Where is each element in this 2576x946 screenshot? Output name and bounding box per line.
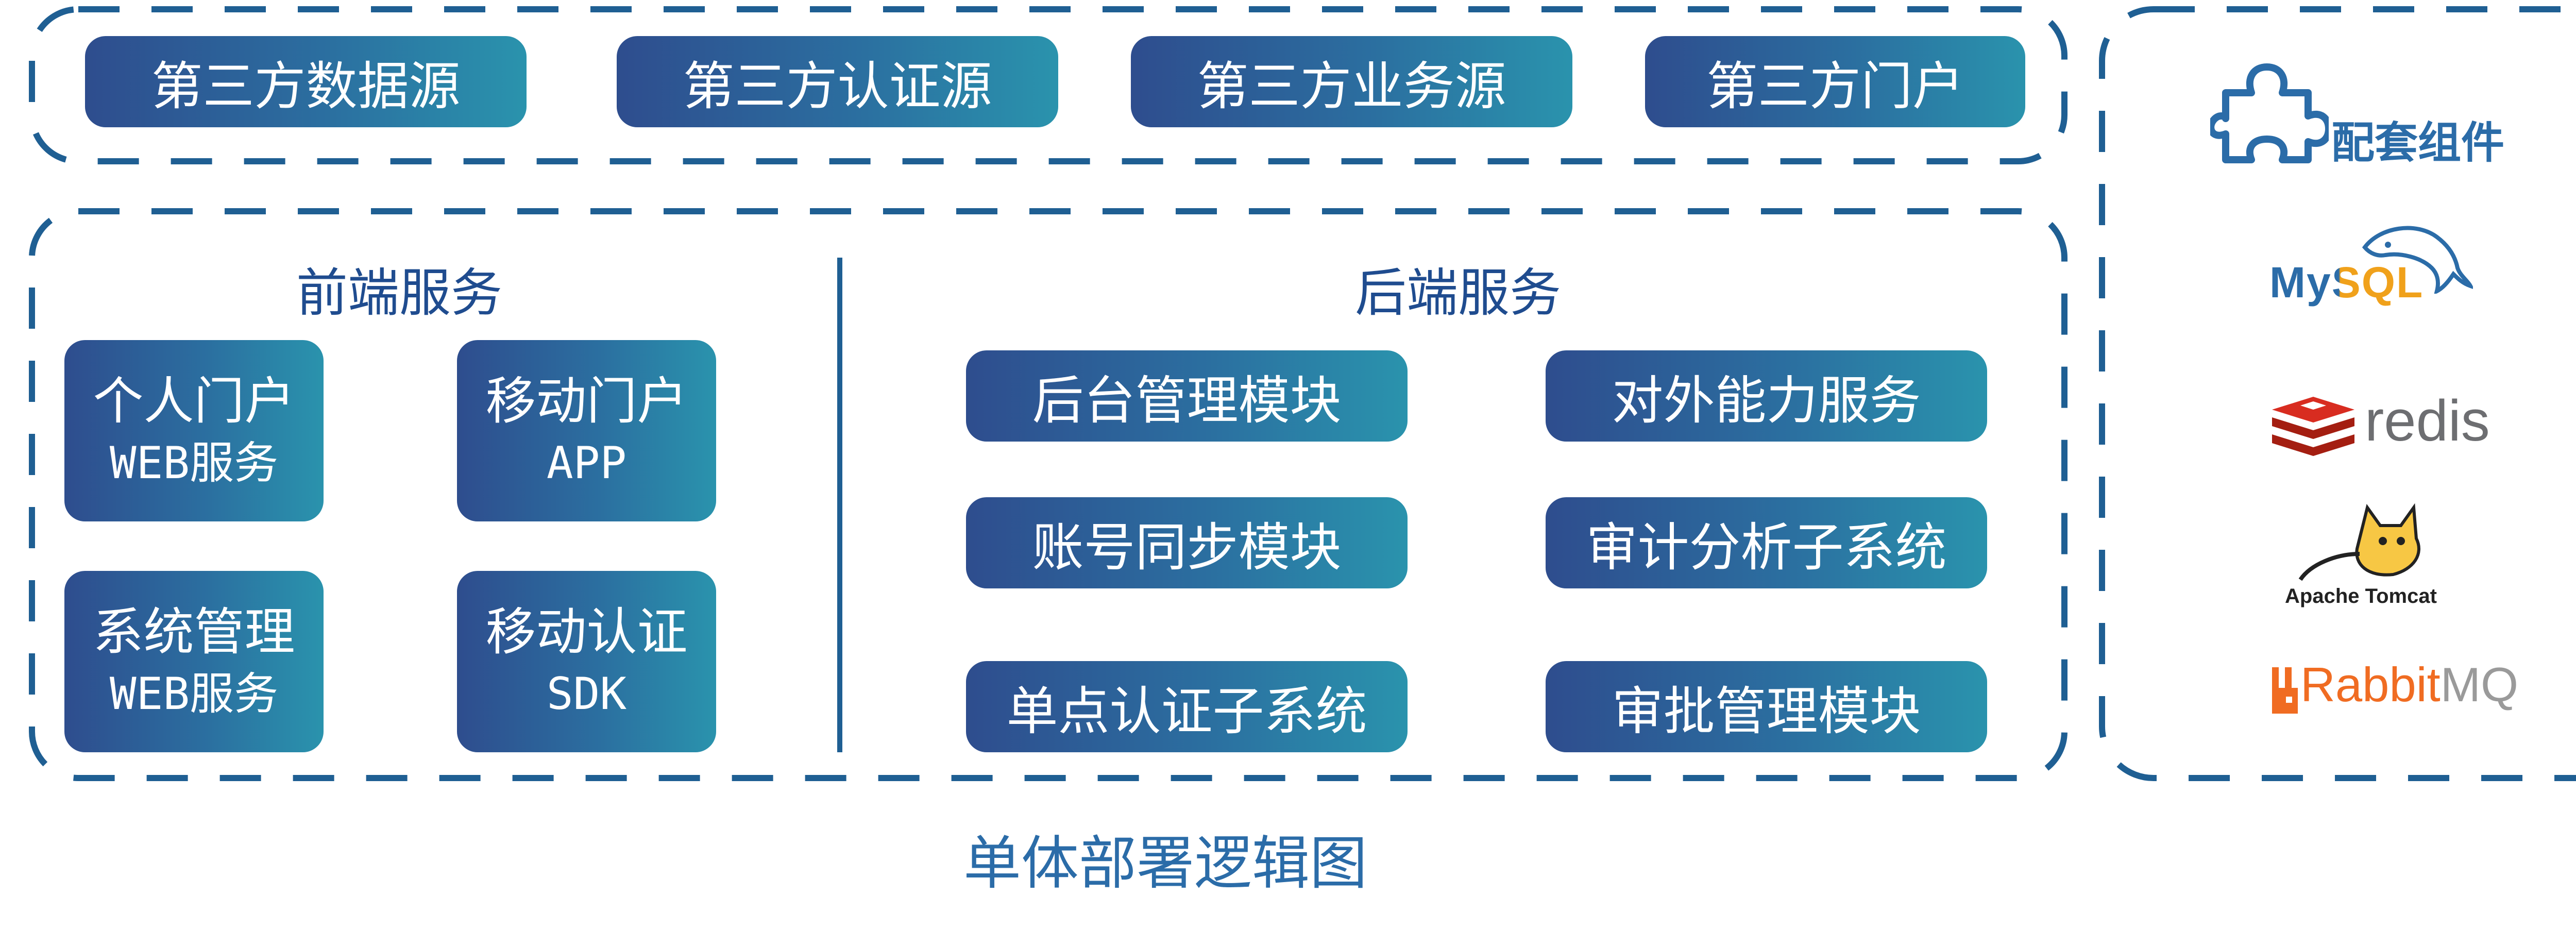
rabbitmq-wordmark-a: Rabbit bbox=[2300, 657, 2441, 712]
frontend-item-line1: 个人门户 bbox=[93, 372, 295, 431]
backend-item-account-sync[interactable]: 账号同步模块 bbox=[966, 497, 1408, 588]
backend-item-label: 审计分析子系统 bbox=[1586, 517, 1947, 578]
source-data-label: 第三方数据源 bbox=[151, 56, 461, 116]
puzzle-icon bbox=[2210, 63, 2329, 163]
frontend-item-line2: WEB服务 bbox=[109, 437, 279, 489]
frontend-item-system-admin[interactable]: 系统管理 WEB服务 bbox=[64, 571, 324, 752]
services-frame bbox=[29, 208, 2067, 781]
frontend-item-line1: 移动门户 bbox=[485, 372, 688, 431]
frontend-heading: 前端服务 bbox=[296, 263, 502, 323]
frontend-item-mobile-auth[interactable]: 移动认证 SDK bbox=[457, 571, 716, 752]
frontend-item-line1: 系统管理 bbox=[93, 603, 295, 662]
backend-item-approval[interactable]: 审批管理模块 bbox=[1546, 661, 1987, 752]
top-sources-frame bbox=[29, 6, 2067, 164]
redis-logo: redis bbox=[2365, 387, 2490, 454]
source-data[interactable]: 第三方数据源 bbox=[85, 36, 527, 127]
source-business[interactable]: 第三方业务源 bbox=[1131, 36, 1572, 127]
mysql-wordmark: MySQL bbox=[2269, 258, 2424, 307]
rabbitmq-logo: RabbitMQ bbox=[2300, 657, 2518, 713]
tomcat-logo: Apache Tomcat bbox=[2285, 585, 2437, 608]
backend-item-sso[interactable]: 单点认证子系统 bbox=[966, 661, 1408, 752]
rabbitmq-wordmark-b: MQ bbox=[2440, 657, 2519, 712]
tomcat-cat-icon bbox=[2298, 503, 2420, 581]
backend-item-label: 对外能力服务 bbox=[1612, 370, 1921, 431]
source-portal-label: 第三方门户 bbox=[1706, 56, 1964, 116]
source-portal[interactable]: 第三方门户 bbox=[1645, 36, 2025, 127]
frontend-item-personal-portal[interactable]: 个人门户 WEB服务 bbox=[64, 340, 324, 521]
backend-item-label: 单点认证子系统 bbox=[1006, 681, 1367, 741]
components-title: 配套组件 bbox=[2331, 117, 2505, 168]
backend-item-audit-analysis[interactable]: 审计分析子系统 bbox=[1546, 497, 1987, 588]
components-frame bbox=[2099, 6, 2576, 781]
source-auth-label: 第三方认证源 bbox=[683, 56, 992, 116]
source-business-label: 第三方业务源 bbox=[1197, 56, 1506, 116]
redis-cube-icon bbox=[2272, 397, 2354, 456]
mysql-logo: MySQL bbox=[2269, 258, 2424, 308]
backend-item-external-service[interactable]: 对外能力服务 bbox=[1546, 350, 1987, 442]
tomcat-wordmark: Apache Tomcat bbox=[2285, 585, 2437, 607]
frontend-item-line2: APP bbox=[546, 437, 627, 489]
frontend-item-line1: 移动认证 bbox=[485, 603, 688, 662]
backend-item-admin-module[interactable]: 后台管理模块 bbox=[966, 350, 1408, 442]
source-auth[interactable]: 第三方认证源 bbox=[617, 36, 1058, 127]
dolphin-icon bbox=[2362, 226, 2473, 294]
redis-wordmark: redis bbox=[2365, 388, 2490, 453]
backend-item-label: 审批管理模块 bbox=[1612, 681, 1921, 741]
backend-item-label: 后台管理模块 bbox=[1032, 370, 1342, 431]
diagram-caption: 单体部署逻辑图 bbox=[963, 830, 1367, 897]
frontend-item-mobile-portal[interactable]: 移动门户 APP bbox=[457, 340, 716, 521]
rabbit-icon bbox=[2272, 667, 2298, 714]
frontend-item-line2: WEB服务 bbox=[109, 668, 279, 720]
backend-heading: 后端服务 bbox=[1355, 263, 1561, 323]
frontend-item-line2: SDK bbox=[546, 668, 627, 720]
backend-item-label: 账号同步模块 bbox=[1032, 517, 1342, 578]
